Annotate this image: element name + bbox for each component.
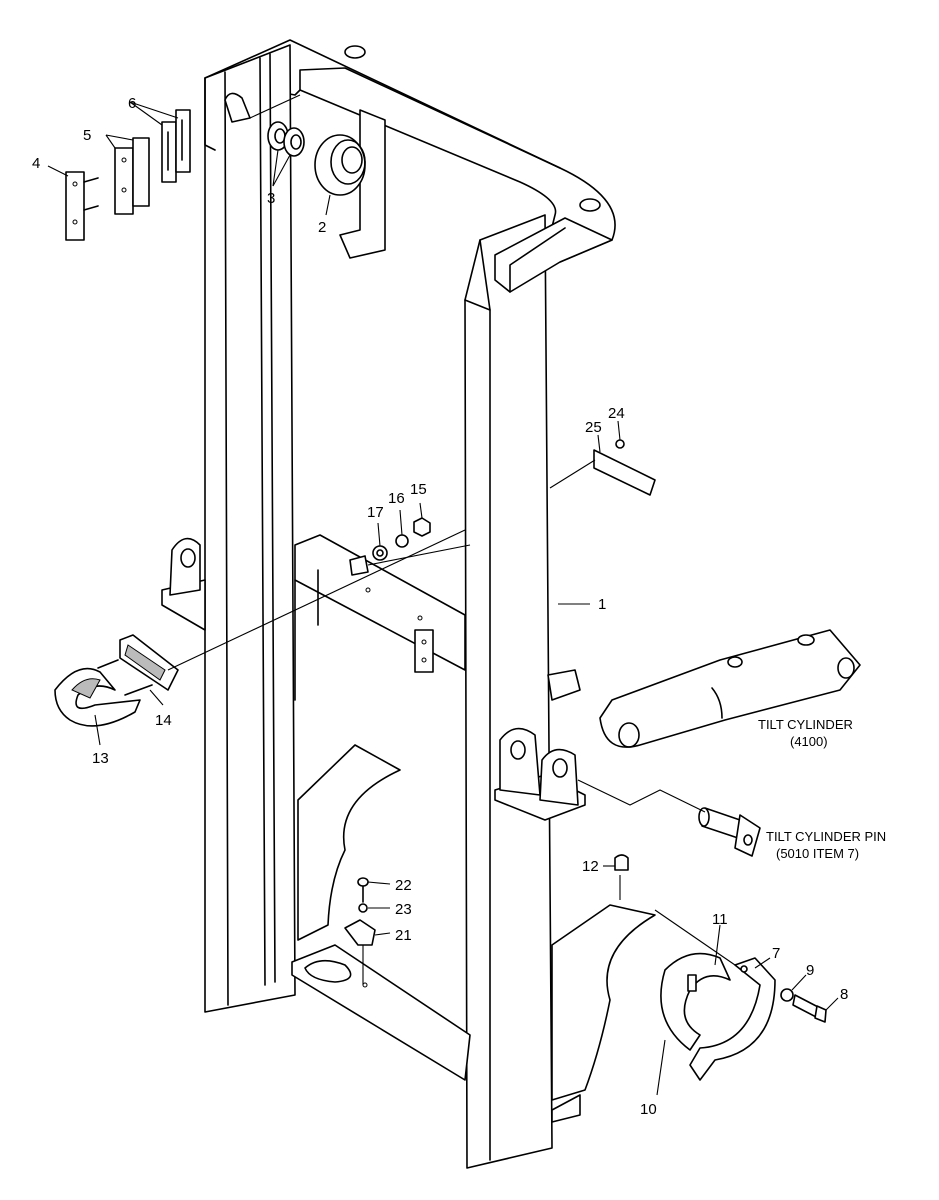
callout-labels: 1 2 3 4 5 6 7 8 9 10 11 12 13 14 15 16 1… [32,95,848,1118]
callout-12: 12 [582,858,599,875]
bearing-roller [314,134,366,196]
callout-14: 14 [155,712,172,729]
tilt-cylinder-caption-line2: (4100) [790,734,828,749]
callout-23: 23 [395,901,412,918]
callout-3: 3 [267,190,275,207]
nut-washers [349,517,431,576]
callout-6: 6 [128,95,136,112]
callout-4: 4 [32,155,40,172]
callout-16: 16 [388,490,405,507]
trunnion-cap [660,952,827,1081]
callout-24: 24 [608,405,625,422]
outer-mast-frame [161,39,656,1169]
tilt-cylinder [599,629,861,748]
callout-21: 21 [395,927,412,944]
callout-leaders [47,101,839,1096]
callout-13: 13 [92,750,109,767]
stopper-bolt [344,877,376,946]
pad-and-u-bolt [54,634,179,727]
callout-25: 25 [585,419,602,436]
callout-17: 17 [367,504,384,521]
callout-9: 9 [806,962,814,979]
grease-fitting [614,854,629,871]
callout-22: 22 [395,877,412,894]
callout-8: 8 [840,986,848,1003]
liner-plates [65,109,191,241]
callout-1: 1 [598,596,606,613]
callout-11: 11 [712,911,728,928]
tilt-cylinder-pin-caption-line1: TILT CYLINDER PIN [766,829,886,844]
tilt-cylinder-caption-line1: TILT CYLINDER [758,717,853,732]
assembly-guide-lines [167,94,736,985]
callout-15: 15 [410,481,427,498]
tilt-cylinder-pin [698,807,761,857]
tilt-cylinder-pin-caption-line2: (5010 ITEM 7) [776,846,859,861]
callout-2: 2 [318,219,326,236]
callout-7: 7 [772,945,780,962]
callout-5: 5 [83,127,91,144]
callout-10: 10 [640,1101,657,1118]
reference-captions: TILT CYLINDER (4100) TILT CYLINDER PIN (… [758,717,886,861]
name-plate [593,439,656,496]
